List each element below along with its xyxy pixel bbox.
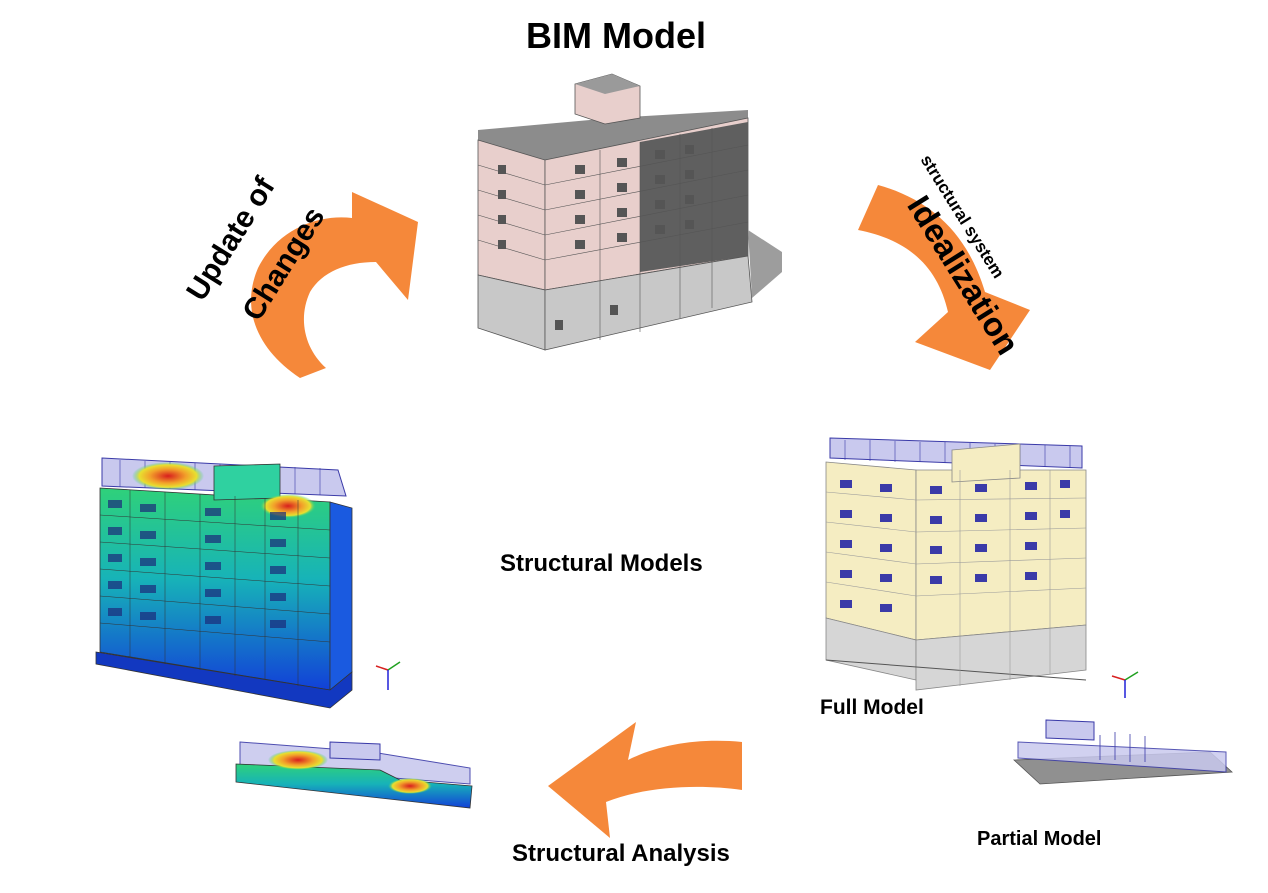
coordinate-axes-icon	[1111, 671, 1139, 698]
bim-building-model	[477, 73, 782, 351]
label-partial-model: Partial Model	[977, 828, 1102, 850]
coordinate-axes-icon-left	[375, 661, 401, 690]
label-structural-models: Structural Models	[500, 550, 703, 577]
diagram-title-bim-model: BIM Model	[526, 15, 706, 56]
arrow-structural-analysis	[548, 722, 742, 838]
full-structural-model	[825, 437, 1087, 691]
partial-structural-model	[1013, 719, 1233, 785]
label-structural-analysis: Structural Analysis	[512, 840, 730, 867]
analysis-result-model	[95, 457, 353, 709]
arrow-idealization	[858, 185, 1030, 370]
partial-analysis-result	[235, 741, 473, 809]
label-full-model: Full Model	[820, 696, 924, 719]
arrow-update-changes	[251, 192, 418, 378]
